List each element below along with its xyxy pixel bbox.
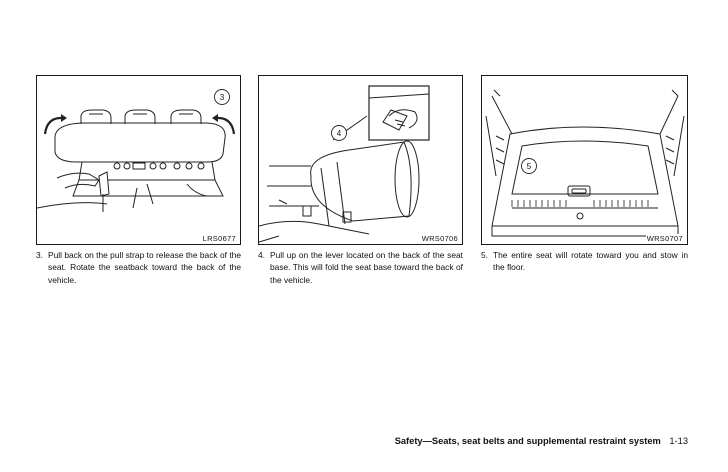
cargo-area-illustration: 5 <box>485 89 685 237</box>
step-number: 5. <box>481 250 488 260</box>
figure-code: WRS0707 <box>645 234 684 243</box>
section-title: Safety—Seats, seat belts and supplementa… <box>394 436 661 446</box>
rotate-arrow-left-icon <box>61 114 67 122</box>
step-3-caption: 3. Pull back on the pull strap to releas… <box>36 249 241 286</box>
callout-3-icon <box>214 89 230 105</box>
step-text: The entire seat will rotate toward you a… <box>493 250 688 273</box>
figure-seat-base-lever: 4 WRS0706 <box>258 75 463 245</box>
step-number: 4. <box>258 250 265 260</box>
figure-code: WRS0706 <box>420 234 459 243</box>
page-number: 1-13 <box>669 436 688 446</box>
seatback-illustration: 3 <box>37 89 236 212</box>
sill-ribbing <box>511 200 649 207</box>
figure-seat-stow: 5 WRS0707 <box>481 75 688 245</box>
lever-illustration: 4 <box>259 85 430 243</box>
step-4-caption: 4. Pull up on the lever located on the b… <box>258 249 463 286</box>
figure-code: LRS0677 <box>201 234 237 243</box>
step-5-caption: 5. The entire seat will rotate toward yo… <box>481 249 688 274</box>
rotate-arrow-right-icon <box>212 114 218 122</box>
callout-5-label: 5 <box>527 162 532 171</box>
step-text: Pull back on the pull strap to release t… <box>48 250 241 285</box>
step-text: Pull up on the lever located on the back… <box>270 250 463 285</box>
page-footer: Safety—Seats, seat belts and supplementa… <box>395 436 688 446</box>
callout-5-icon <box>521 158 537 174</box>
figure-seatback-release: 3 LRS0677 <box>36 75 241 245</box>
callout-4-icon <box>331 125 347 141</box>
step-number: 3. <box>36 250 43 260</box>
callout-4-label: 4 <box>337 129 342 138</box>
callout-3-label: 3 <box>220 93 225 102</box>
